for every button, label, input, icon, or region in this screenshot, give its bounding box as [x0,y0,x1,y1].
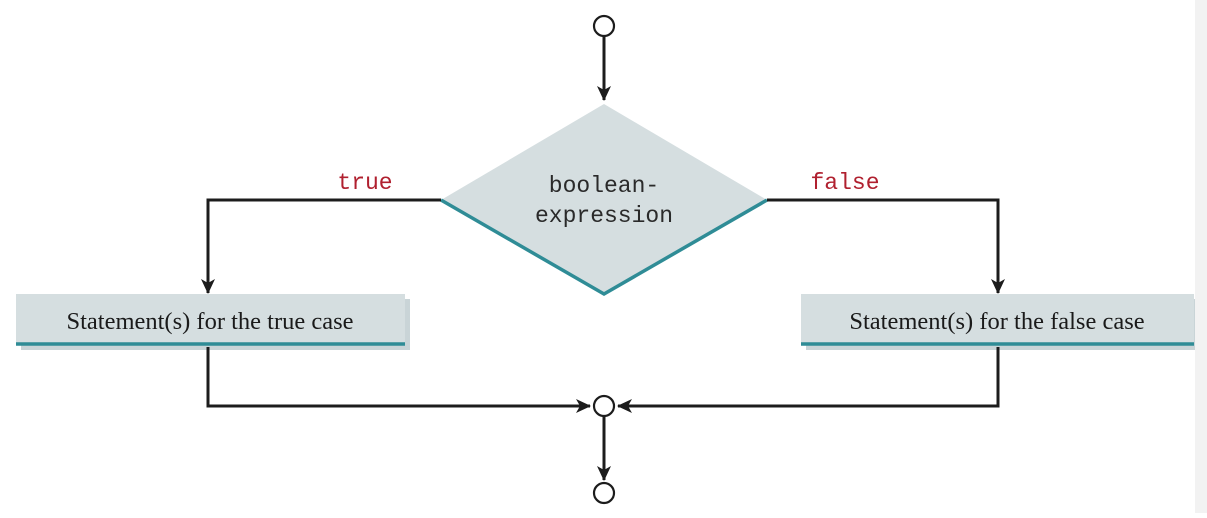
decision-condition-line-1: boolean- [549,173,659,199]
false-branch-label: false [810,170,879,196]
false-case-merge-arrow [617,347,1000,413]
false-case-box: Statement(s) for the false case [801,294,1199,350]
decision-diamond [441,104,767,294]
end-node [592,481,616,505]
true-branch-label: true [337,170,392,196]
decision-condition-line-2: expression [535,203,673,229]
false-branch-arrow [767,198,1005,294]
true-branch-arrow [201,198,441,294]
true-case-statement: Statement(s) for the true case [66,308,353,335]
merge-node [592,394,616,418]
start-node [592,14,616,38]
false-case-statement: Statement(s) for the false case [849,308,1144,335]
true-case-box: Statement(s) for the true case [16,294,410,350]
page-edge-strip [1195,0,1207,513]
true-case-merge-arrow [206,347,591,413]
decision-diamond-edge [440,198,768,297]
